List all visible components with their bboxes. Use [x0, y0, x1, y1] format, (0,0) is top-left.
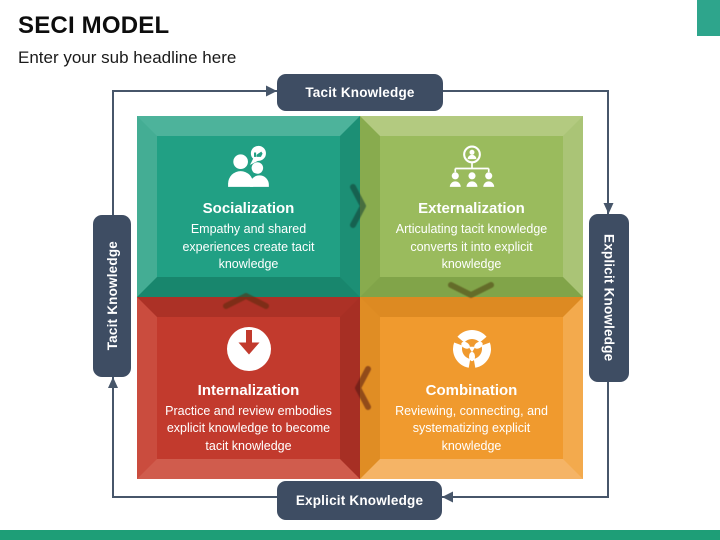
- arrowhead-down-icon: [603, 203, 614, 214]
- quadrant-title: Internalization: [197, 381, 300, 399]
- label-text: Explicit Knowledge: [295, 493, 424, 508]
- label-text: Explicit Knowledge: [601, 234, 617, 362]
- quadrant-title: Socialization: [202, 200, 295, 218]
- quadrant-socialization: Socialization Empathy and shared experie…: [137, 116, 360, 297]
- quadrant-title: Combination: [425, 381, 518, 399]
- page-title: SECI MODEL: [18, 12, 170, 39]
- page-subtitle: Enter your sub headline here: [18, 48, 237, 67]
- quadrant-description: Practice and review embodies explicit kn…: [165, 403, 332, 453]
- label-text: Tacit Knowledge: [305, 85, 415, 100]
- label-tacit-knowledge-left: Tacit Knowledge: [93, 215, 131, 377]
- quadrant-externalization: Externalization Articulating tacit knowl…: [360, 116, 583, 297]
- label-explicit-knowledge-right: Explicit Knowledge: [589, 214, 629, 382]
- quadrant-combination: Combination Reviewing, connecting, and s…: [360, 297, 583, 479]
- flow-chevron-right-icon: [350, 184, 366, 228]
- arrowhead-left-icon: [442, 491, 453, 503]
- arrowhead-up-icon: [108, 377, 118, 388]
- hierarchy-people-icon: [446, 139, 498, 191]
- bottom-accent-bar: [0, 530, 720, 540]
- quadrant-title: Externalization: [418, 200, 525, 218]
- quadrant-internalization: Internalization Practice and review embo…: [137, 297, 360, 479]
- flow-chevron-left-icon: [355, 366, 371, 410]
- quadrant-description: Articulating tacit knowledge converts it…: [395, 222, 548, 272]
- label-tacit-knowledge-top: Tacit Knowledge: [277, 74, 443, 111]
- arrow-down-circle-icon: [225, 321, 273, 373]
- arrowhead-right-icon: [266, 85, 277, 97]
- quadrant-description: Empathy and shared experiences create ta…: [182, 222, 315, 272]
- people-thumbs-up-icon: [223, 139, 275, 191]
- quadrant-description: Reviewing, connecting, and systematizing…: [395, 403, 548, 453]
- flow-chevron-down-icon: [448, 282, 494, 298]
- label-explicit-knowledge-bottom: Explicit Knowledge: [277, 481, 442, 520]
- flow-chevron-up-icon: [223, 293, 269, 309]
- corner-accent-bar: [697, 0, 720, 36]
- label-text: Tacit Knowledge: [104, 241, 120, 351]
- fan-blades-icon: [448, 321, 496, 373]
